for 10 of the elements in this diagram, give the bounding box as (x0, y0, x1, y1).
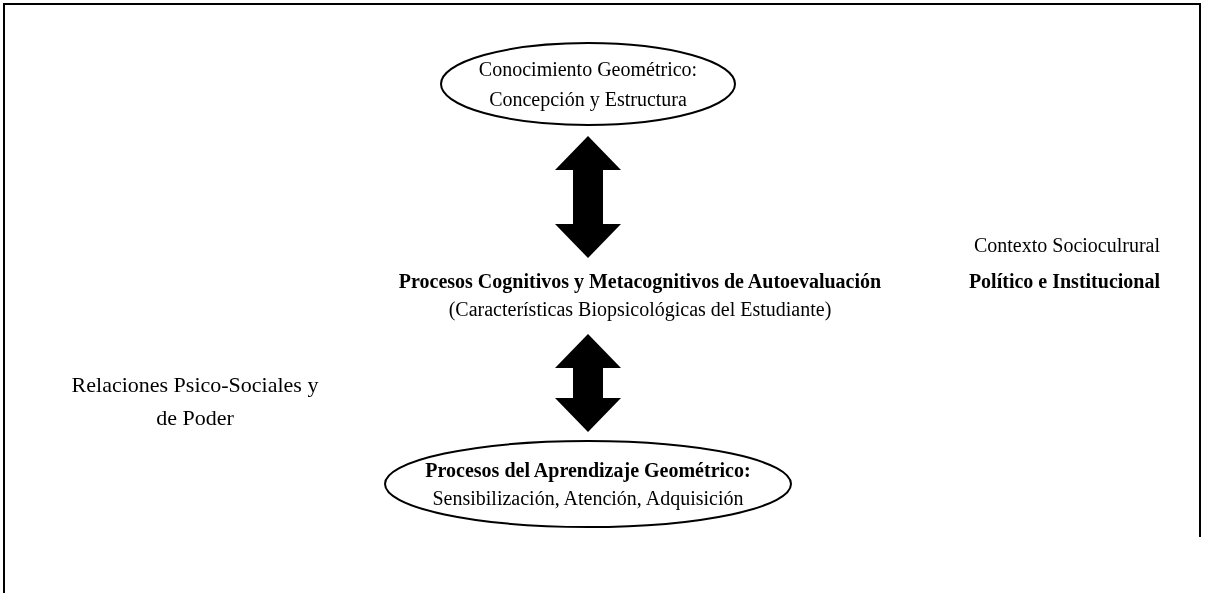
side-label: Relaciones Psico-Sociales y de Poder (70, 371, 320, 432)
node-heading: Procesos Cognitivos y Metacognitivos de Autoevaluación (398, 269, 882, 295)
side-label: Político e Institucional (968, 269, 1160, 294)
node-text: Sensibilización, Atención, Adquisición (432, 486, 744, 512)
node-text: (Características Biopsicológicas del Estudiante) (448, 297, 832, 323)
double-arrow (555, 334, 621, 432)
double-arrow (555, 136, 621, 258)
side-label: Contexto Socioculrural (973, 233, 1160, 258)
node-text: Conocimiento Geométrico: Concepción y Estructura (478, 57, 698, 113)
node-heading: Procesos del Aprendizaje Geométrico: (425, 458, 751, 484)
